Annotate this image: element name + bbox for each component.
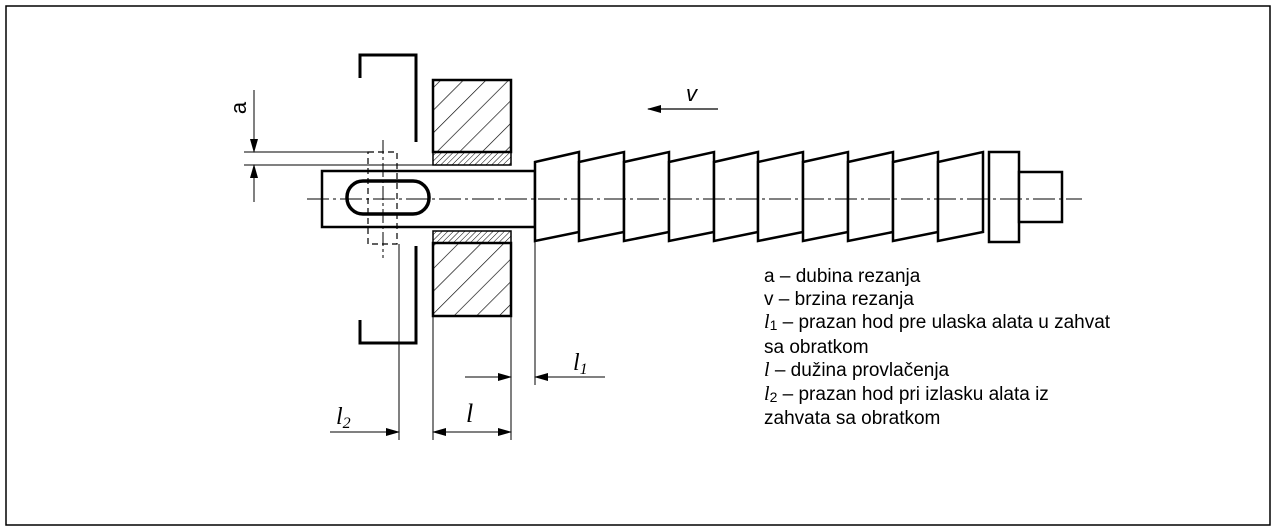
legend-item-v: v – brzina rezanja xyxy=(764,288,914,310)
label-l1: l1 xyxy=(573,350,588,378)
label-a: a xyxy=(226,101,251,114)
workpiece-lower xyxy=(431,241,513,318)
broach-tooth xyxy=(533,150,581,243)
label-l2: l2 xyxy=(336,404,351,432)
broach-tooth xyxy=(712,150,760,243)
workpiece-lower-cut-layer xyxy=(432,230,512,244)
broach-tooth xyxy=(622,150,671,243)
label-l: l xyxy=(466,399,473,428)
dimension-a xyxy=(244,90,433,202)
workpiece-upper xyxy=(431,78,513,154)
holder-bracket-bottom xyxy=(358,246,418,345)
broach-tooth xyxy=(667,150,716,243)
broach-tooth xyxy=(891,150,940,243)
broach-end-shank xyxy=(1017,170,1064,224)
calibrating-ring xyxy=(987,150,1021,244)
label-v: v xyxy=(686,81,699,106)
legend-item-l2: l2 – prazan hod pri izlasku alata iz xyxy=(764,382,1049,405)
workpiece-upper-cut-layer xyxy=(432,151,512,166)
broach-tooth xyxy=(801,150,850,243)
broach-tooth xyxy=(577,150,626,243)
holder-bracket-top xyxy=(358,53,418,142)
broach-tooth xyxy=(936,150,985,243)
legend-item-l1-cont: sa obratkom xyxy=(764,336,869,358)
legend-item-a: a – dubina rezanja xyxy=(764,266,921,287)
legend-item-l1: l1 – prazan hod pre ulaska alata u zahva… xyxy=(764,311,1111,333)
legend-item-l: l – dužina provlačenja xyxy=(764,359,950,381)
legend-item-l2-cont: zahvata sa obratkom xyxy=(764,408,941,429)
broach-teeth xyxy=(533,150,985,243)
outer-frame xyxy=(5,5,1271,526)
legend: a – dubina rezanja v – brzina rezanja l1… xyxy=(764,266,1110,431)
broach-tooth xyxy=(846,150,895,243)
broach-tooth xyxy=(756,150,805,243)
extension-lines xyxy=(398,241,536,440)
shank-slot xyxy=(345,179,431,216)
